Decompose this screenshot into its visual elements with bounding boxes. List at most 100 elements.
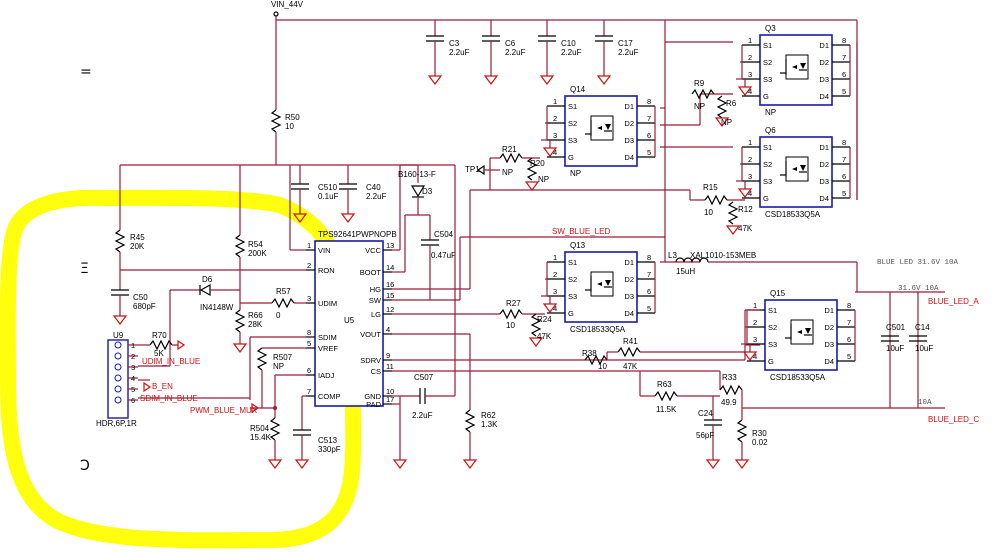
svg-text:3: 3 [553,131,557,140]
cap-c24: C24 56pF [696,396,722,469]
svg-text:28K: 28K [248,320,263,329]
svg-text:S2: S2 [768,323,777,332]
cap-c3: C3 2.2uF [426,20,470,85]
svg-text:C6: C6 [505,39,516,48]
resistor-r507: R507 NP [256,347,293,408]
q6-ref: Q6 [765,126,776,135]
svg-text:D4: D4 [824,357,834,366]
svg-text:HDR,6P,1R: HDR,6P,1R [96,419,137,428]
u5-pin-name-vout: VOUT [360,330,381,339]
svg-text:R21: R21 [502,145,517,154]
svg-text:G: G [568,309,574,318]
svg-text:S2: S2 [568,275,577,284]
cap-c6: C6 2.2uF [482,20,526,85]
svg-text:47K: 47K [623,362,638,371]
u9-pin-num-1: 1 [131,341,135,350]
svg-text:200K: 200K [248,249,267,258]
resistor-r504: R504 15.4K [250,417,283,469]
svg-text:R63: R63 [657,380,672,389]
svg-text:D3: D3 [819,75,829,84]
svg-text:G: G [763,92,769,101]
u9-pin-num-6: 6 [131,396,135,405]
u5-pin-name-sdim: SDIM [318,333,337,342]
cap-c14: C14 10uF [909,323,933,353]
net-sw-blue-led: SW_BLUE_LED [552,227,610,236]
svg-text:4: 4 [553,148,557,157]
svg-text:C501: C501 [886,323,906,332]
cap-c510: C510 0.1uF [291,165,339,223]
svg-text:R66: R66 [248,311,263,320]
u5-pin-name-hg: HG [370,285,381,294]
svg-text:D2: D2 [624,275,634,284]
u5-pin-num-vcc: 13 [386,241,394,250]
u9-pin-4 [114,374,122,382]
svg-text:R20: R20 [530,159,545,168]
resistor-r33: R33 49.9 [719,373,743,408]
svg-text:3: 3 [748,172,752,181]
resistor-r62: R62 1.3K [462,409,498,469]
svg-text:10: 10 [704,208,713,217]
q13-part: CSD18533Q5A [570,325,626,334]
net-pwm-blue-mux: PWM_BLUE_MUX [190,406,258,415]
note-10a: 10A [918,399,932,407]
cap-c501: C501 10uF [881,323,906,353]
u9-pin-1 [114,341,122,349]
svg-text:C504: C504 [434,230,454,239]
resistor-r45: R45 20K [114,229,145,290]
svg-text:R41: R41 [623,337,638,346]
cap-c17: C17 2.2uF [595,20,639,85]
svg-text:C510: C510 [318,183,338,192]
svg-text:10uF: 10uF [915,344,933,353]
svg-text:D3: D3 [819,177,829,186]
svg-text:47K: 47K [537,332,552,341]
svg-text:C40: C40 [366,183,381,192]
u9-pin-3 [114,363,122,371]
resistor-r24: R24 47K [528,313,552,347]
svg-text:U9: U9 [113,331,124,340]
svg-text:NP: NP [721,118,732,127]
q3-part: NP [765,108,776,117]
yellow-highlight-loop [0,189,362,549]
u5-right-pins: 13VCC14BOOT16HG15SW12LG4VOUT9SDRV11CS10G… [360,241,395,409]
u5-pin-num-vout: 4 [386,325,390,334]
diode-d6: D6 IN4148W [169,275,240,366]
svg-text:10uF: 10uF [886,344,904,353]
svg-text:R24: R24 [537,315,552,324]
resistor-r50: R50 10 [270,109,300,165]
svg-text:D1: D1 [819,143,829,152]
svg-text:0.1uF: 0.1uF [318,192,339,201]
svg-text:R9: R9 [694,79,705,88]
svg-text:S1: S1 [763,143,772,152]
u5-pin-num-boot: 14 [386,263,394,272]
svg-text:S2: S2 [568,119,577,128]
svg-text:6: 6 [647,287,651,296]
svg-text:C17: C17 [618,39,633,48]
svg-text:2: 2 [748,53,752,62]
svg-text:R45: R45 [130,233,145,242]
mosfets: Q31S18D12S27D23S36D34G5D4NPQ141S18D12S27… [541,24,856,382]
svg-text:R70: R70 [152,331,167,340]
u5-pin-name-vref: VREF [318,344,338,353]
svg-text:2: 2 [748,155,752,164]
q3-ref: Q3 [765,24,776,33]
q13-ref: Q13 [570,241,586,250]
u5-pin-num-vin: 1 [307,241,311,250]
u5-pin-name-cs: CS [371,367,381,376]
svg-text:D4: D4 [819,92,829,101]
svg-text:D3: D3 [624,292,634,301]
u5-ref: U5 [344,316,355,325]
svg-text:6: 6 [647,131,651,140]
svg-text:5: 5 [847,352,851,361]
u5-pin-name-sdrv: SDRV [360,356,381,365]
svg-text:S3: S3 [568,292,577,301]
svg-text:8: 8 [647,97,651,106]
svg-text:D1: D1 [624,102,634,111]
u5-pin-name-lg: LG [371,310,381,319]
u5-pin-name-pad: PAD [366,400,381,409]
svg-text:R12: R12 [738,205,753,214]
u9-pin-2 [114,352,122,360]
